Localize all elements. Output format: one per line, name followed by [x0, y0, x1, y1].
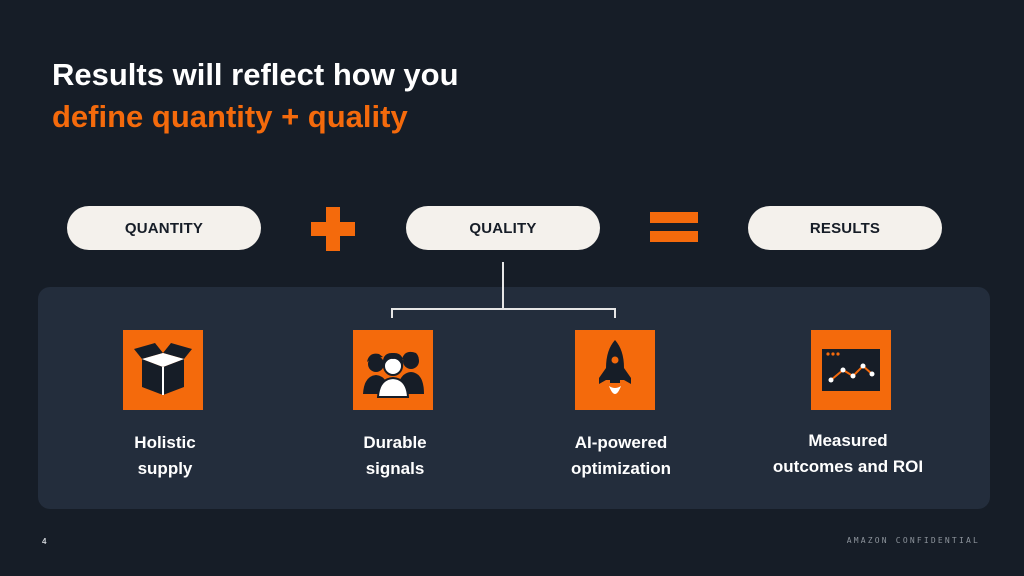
page-title: Results will reflect how you define quan…: [52, 54, 459, 138]
box-tile: [123, 330, 203, 410]
people-tile: [353, 330, 433, 410]
box-icon: [134, 343, 192, 395]
chart-tile: [811, 330, 891, 410]
quantity-pill: QUANTITY: [67, 206, 261, 250]
connector-bar: [391, 308, 616, 310]
results-pill: RESULTS: [748, 206, 942, 250]
title-line-1: Results will reflect how you: [52, 57, 459, 92]
people-icon: [363, 351, 424, 398]
rocket-tile: [575, 330, 655, 410]
plus-icon: [311, 207, 355, 251]
chart-icon: [822, 349, 880, 391]
equals-icon: [650, 212, 698, 242]
connector-left-tick: [391, 308, 393, 318]
label-measured-outcomes: Measured outcomes and ROI: [772, 431, 924, 476]
rocket-icon: [599, 340, 631, 394]
label-durable-signals: Durable signals: [363, 433, 427, 478]
page-number: 4: [42, 537, 47, 546]
connector-right-tick: [614, 308, 616, 318]
title-line-2: define quantity + quality: [52, 99, 408, 134]
label-holistic-supply: Holistic supply: [134, 433, 196, 478]
quality-pill: QUALITY: [406, 206, 600, 250]
label-ai-powered-optimization: AI-powered optimization: [570, 433, 672, 478]
confidential-label: AMAZON CONFIDENTIAL: [846, 536, 980, 545]
connector-stem: [502, 262, 504, 309]
